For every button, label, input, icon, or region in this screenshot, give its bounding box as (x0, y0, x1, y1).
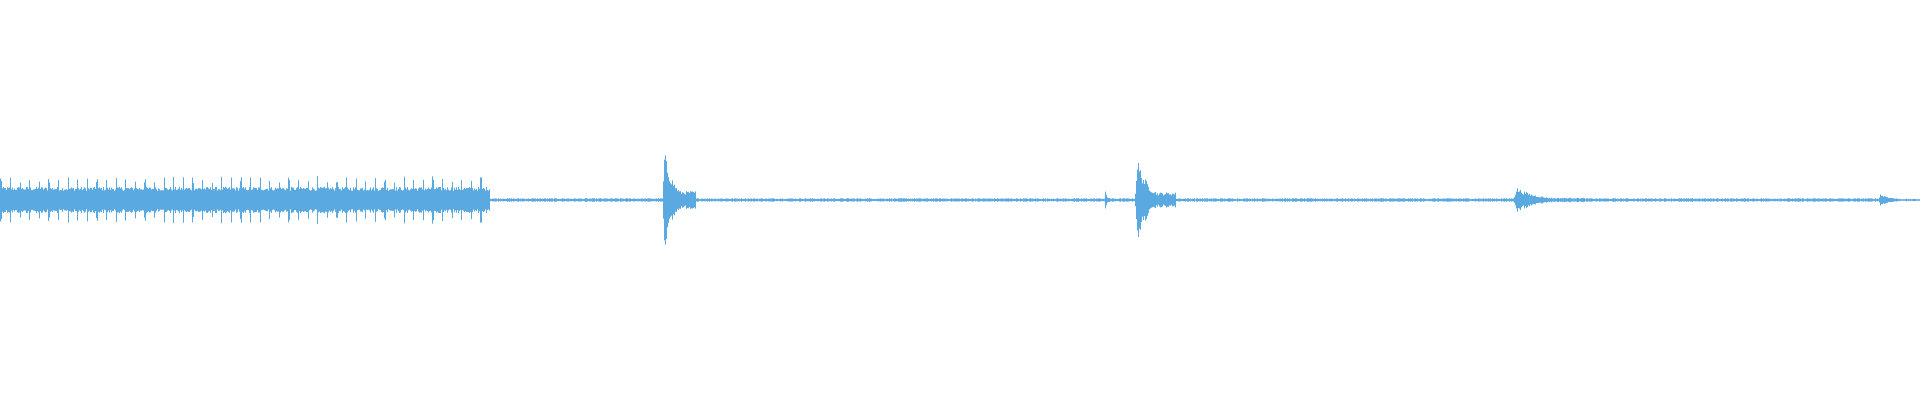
waveform-bars (0, 155, 1920, 245)
